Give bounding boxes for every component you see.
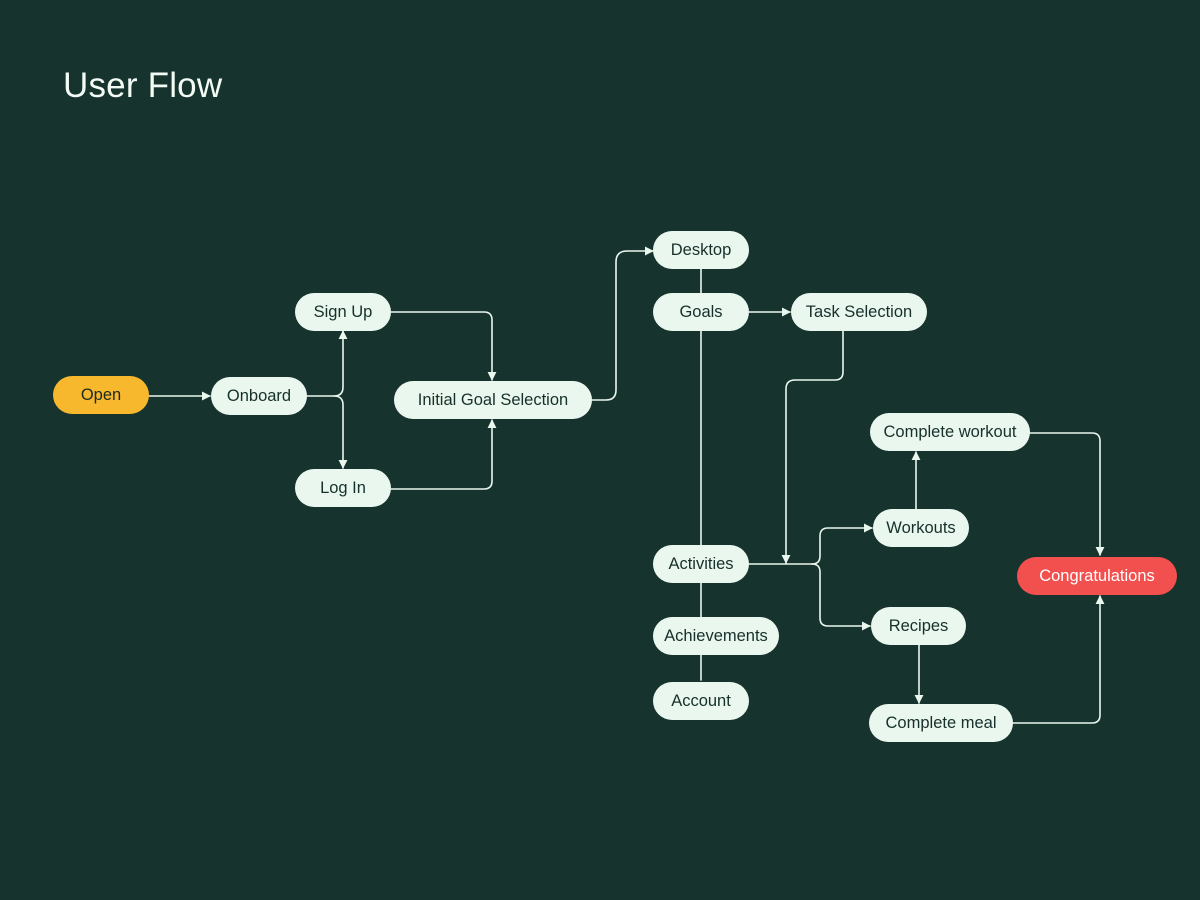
connector-completemeal-congratulations	[1012, 595, 1105, 724]
connector-onboard-signup	[305, 330, 348, 397]
node-desktop: Desktop	[653, 231, 749, 269]
node-activities: Activities	[653, 545, 749, 583]
node-goals: Goals	[653, 293, 749, 331]
connector-onboard-login	[333, 395, 348, 469]
node-complete-meal: Complete meal	[869, 704, 1013, 742]
node-complete-workout: Complete workout	[870, 413, 1030, 451]
node-task-selection: Task Selection	[791, 293, 927, 331]
node-account: Account	[653, 682, 749, 720]
connector-initialgoal-desktop	[591, 246, 654, 401]
node-recipes: Recipes	[871, 607, 966, 645]
node-log-in: Log In	[295, 469, 391, 507]
connector-completeworkout-congratulations	[1029, 432, 1105, 556]
page-title: User Flow	[63, 66, 223, 105]
node-open: Open	[53, 376, 149, 414]
connector-signup-initialgoal	[390, 311, 497, 381]
connector-activities-recipes	[811, 563, 871, 631]
connector-activities-workouts	[811, 523, 873, 565]
node-onboard: Onboard	[211, 377, 307, 415]
node-workouts: Workouts	[873, 509, 969, 547]
node-achievements: Achievements	[653, 617, 779, 655]
connector-login-initialgoal	[390, 419, 497, 490]
node-sign-up: Sign Up	[295, 293, 391, 331]
node-initial-goal-selection: Initial Goal Selection	[394, 381, 592, 419]
node-congratulations: Congratulations	[1017, 557, 1177, 595]
connector-taskselection-activities	[781, 330, 844, 564]
